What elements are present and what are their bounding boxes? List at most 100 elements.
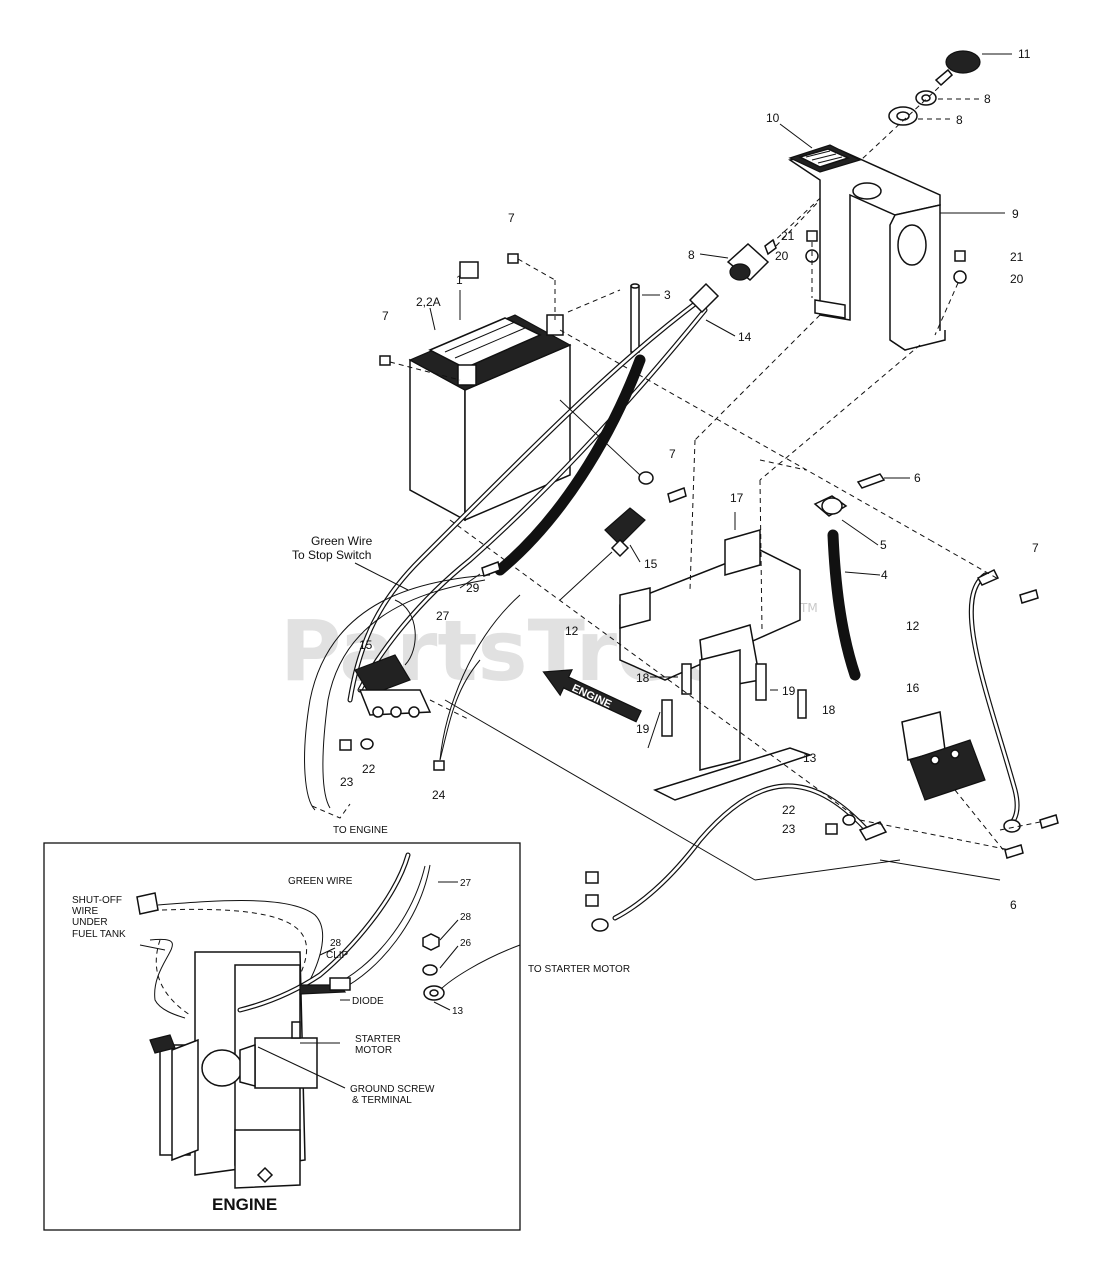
callout-2-2a: 2,2A	[416, 295, 441, 309]
nut-starter-b[interactable]	[585, 894, 599, 907]
callout-9: 9	[1012, 207, 1019, 221]
battery-cable-12-left[interactable]	[439, 594, 521, 761]
washer-22b[interactable]	[842, 814, 856, 826]
callout-7d: 7	[1032, 541, 1039, 555]
screw-29[interactable]	[481, 561, 501, 577]
bolt-7d[interactable]	[1019, 589, 1039, 604]
callout-8b: 8	[956, 113, 963, 127]
callout-22b: 22	[782, 803, 796, 817]
inset-ground-line2: & TERMINAL	[352, 1095, 412, 1106]
callout-6a: 6	[914, 471, 921, 485]
starter-solenoid[interactable]	[901, 711, 986, 801]
bolt-7c[interactable]	[667, 487, 687, 503]
callout-13: 13	[803, 751, 817, 765]
nut-7a[interactable]	[507, 253, 519, 264]
callout-12b: 12	[906, 619, 920, 633]
callout-23b: 23	[782, 822, 796, 836]
washer-20b[interactable]	[953, 270, 967, 284]
inset-diode-label: DIODE	[352, 996, 384, 1007]
callout-4: 4	[881, 568, 888, 582]
callout-18a: 18	[636, 671, 650, 685]
dash-bracket[interactable]	[788, 149, 946, 351]
nut-23a[interactable]	[339, 739, 352, 751]
callout-7c: 7	[669, 447, 676, 461]
nut-7b[interactable]	[379, 355, 391, 366]
callout-12a: 12	[565, 624, 579, 638]
decal-part[interactable]	[788, 144, 862, 173]
terminal-15a[interactable]	[604, 507, 646, 558]
nut-24[interactable]	[433, 760, 445, 771]
callout-21b: 21	[1010, 250, 1024, 264]
mounting-bracket[interactable]	[619, 529, 813, 801]
callout-14: 14	[738, 330, 752, 344]
callout-7b: 7	[382, 309, 389, 323]
callout-19a: 19	[636, 722, 650, 736]
callout-11: 11	[1018, 47, 1031, 61]
fuel-hose[interactable]	[827, 529, 861, 681]
callout-19b: 19	[782, 684, 796, 698]
inset-shutoff-line3: UNDER	[72, 917, 108, 928]
washer-part[interactable]	[915, 90, 937, 106]
green-wire-note-line2: To Stop Switch	[292, 548, 371, 562]
callout-8a: 8	[984, 92, 991, 106]
callout-7a: 7	[508, 211, 515, 225]
callout-1: 1	[456, 273, 463, 287]
ignition-switch[interactable]	[726, 238, 777, 282]
inset-starter-line1: STARTER	[355, 1034, 401, 1045]
callout-3: 3	[664, 288, 671, 302]
callout-18b: 18	[822, 703, 836, 717]
battery[interactable]	[408, 261, 572, 522]
key-part[interactable]	[934, 50, 981, 87]
green-wire-note-line1: Green Wire	[311, 534, 373, 548]
inset-shutoff-line2: WIRE	[72, 906, 98, 917]
callout-16: 16	[906, 681, 920, 695]
nut-23b[interactable]	[825, 823, 838, 835]
inset-shutoff-line4: FUEL TANK	[72, 929, 126, 940]
inset-callout-28a: 28	[460, 912, 472, 923]
ground-cable-13[interactable]	[591, 783, 888, 932]
bolt-18a[interactable]	[681, 663, 692, 695]
callout-20a: 20	[775, 249, 789, 263]
battery-cable-12[interactable]	[968, 568, 1021, 833]
callout-6b: 6	[1010, 898, 1017, 912]
inset-ground-line1: GROUND SCREW	[350, 1084, 435, 1095]
bolt-6c[interactable]	[1004, 844, 1024, 859]
nut-starter-a[interactable]	[585, 871, 599, 884]
bolt-19b[interactable]	[755, 663, 767, 701]
inset-clip-label: CLIP	[326, 950, 349, 961]
callout-17: 17	[730, 491, 744, 505]
callout-15b: 15	[359, 638, 373, 652]
bolt-6b[interactable]	[1039, 814, 1059, 829]
inset-engine-title: ENGINE	[212, 1195, 277, 1214]
callout-10: 10	[766, 111, 780, 125]
rectifier-15b[interactable]	[354, 654, 432, 718]
inset-callout-26: 26	[460, 938, 472, 949]
inset-callout-27: 27	[460, 878, 472, 889]
inset-callout-13: 13	[452, 1006, 464, 1017]
inset-starter-line2: MOTOR	[355, 1045, 392, 1056]
hold-down-rod[interactable]	[630, 283, 640, 353]
to-starter-motor-label: TO STARTER MOTOR	[528, 964, 630, 975]
bolt-6a[interactable]	[856, 473, 886, 489]
nut-part[interactable]	[888, 106, 918, 126]
inset-callout-28b: 28	[330, 938, 342, 949]
watermark-tm: TM	[799, 601, 818, 615]
callout-22a: 22	[362, 762, 376, 776]
washer-22a[interactable]	[360, 738, 374, 750]
bolt-19a[interactable]	[661, 699, 673, 737]
inset-shutoff-line1: SHUT-OFF	[72, 895, 122, 906]
callout-24: 24	[432, 788, 446, 802]
nut-21a[interactable]	[806, 230, 818, 242]
ring-terminal[interactable]	[638, 471, 654, 485]
wire-harness[interactable]	[347, 282, 720, 703]
clamp-5[interactable]	[813, 495, 848, 517]
green-wire[interactable]	[304, 574, 491, 811]
callout-27: 27	[436, 609, 450, 623]
to-engine-label: TO ENGINE	[333, 825, 388, 836]
bolt-18b[interactable]	[797, 689, 807, 719]
inset-green-wire-label: GREEN WIRE	[288, 876, 353, 887]
nut-21b[interactable]	[954, 250, 966, 262]
callout-29: 29	[466, 581, 480, 595]
callout-20b: 20	[1010, 272, 1024, 286]
